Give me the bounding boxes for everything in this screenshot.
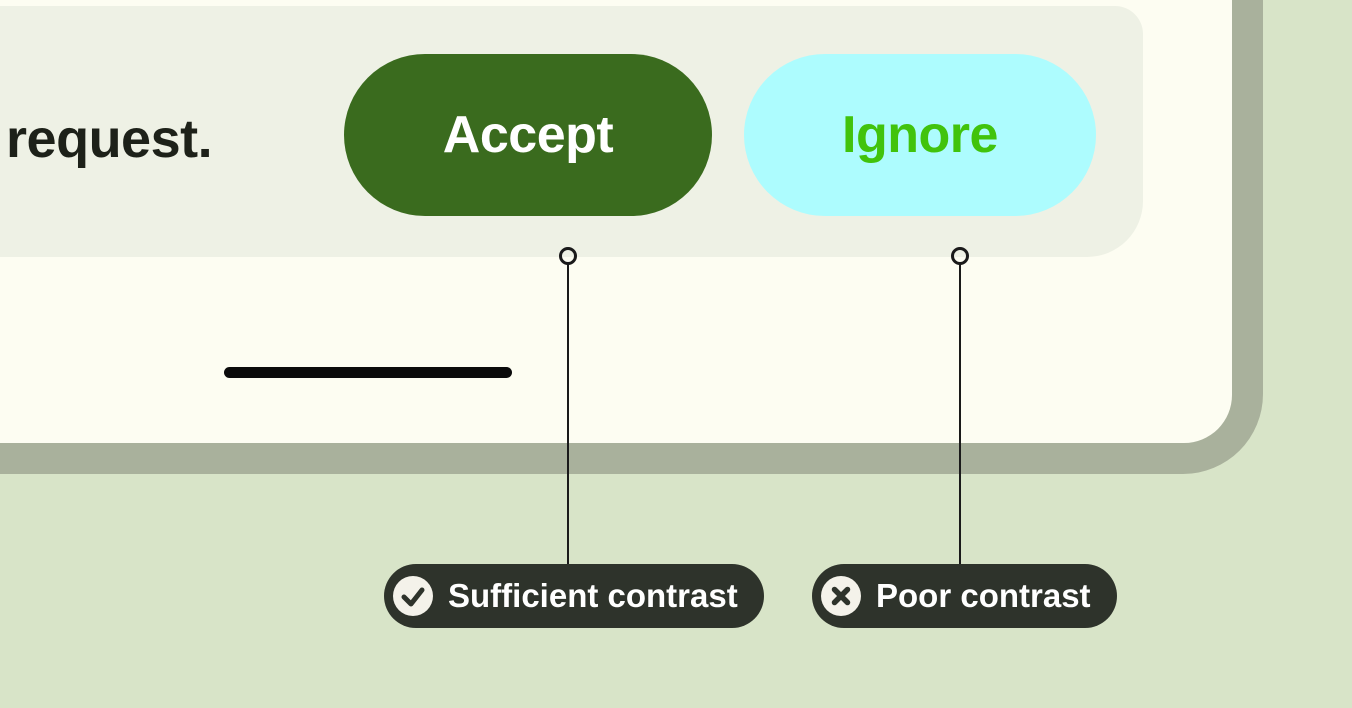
dialog-card: a request. Accept Ignore [0,6,1143,257]
connector-line-accept [567,263,569,566]
home-indicator-bar [224,367,512,378]
x-circle-icon [821,576,861,616]
callout-poor-contrast: Poor contrast [812,564,1117,628]
callout-sufficient-contrast: Sufficient contrast [384,564,764,628]
connector-line-ignore [959,263,961,566]
check-circle-icon [393,576,433,616]
connector-dot-accept [559,247,577,265]
ignore-button[interactable]: Ignore [744,54,1096,216]
connector-dot-ignore [951,247,969,265]
callout-label: Poor contrast [876,577,1091,614]
dialog-message: a request. [0,109,213,169]
callout-label: Sufficient contrast [448,577,738,614]
phone-screen: a request. Accept Ignore [0,0,1232,443]
accept-button[interactable]: Accept [344,54,712,216]
